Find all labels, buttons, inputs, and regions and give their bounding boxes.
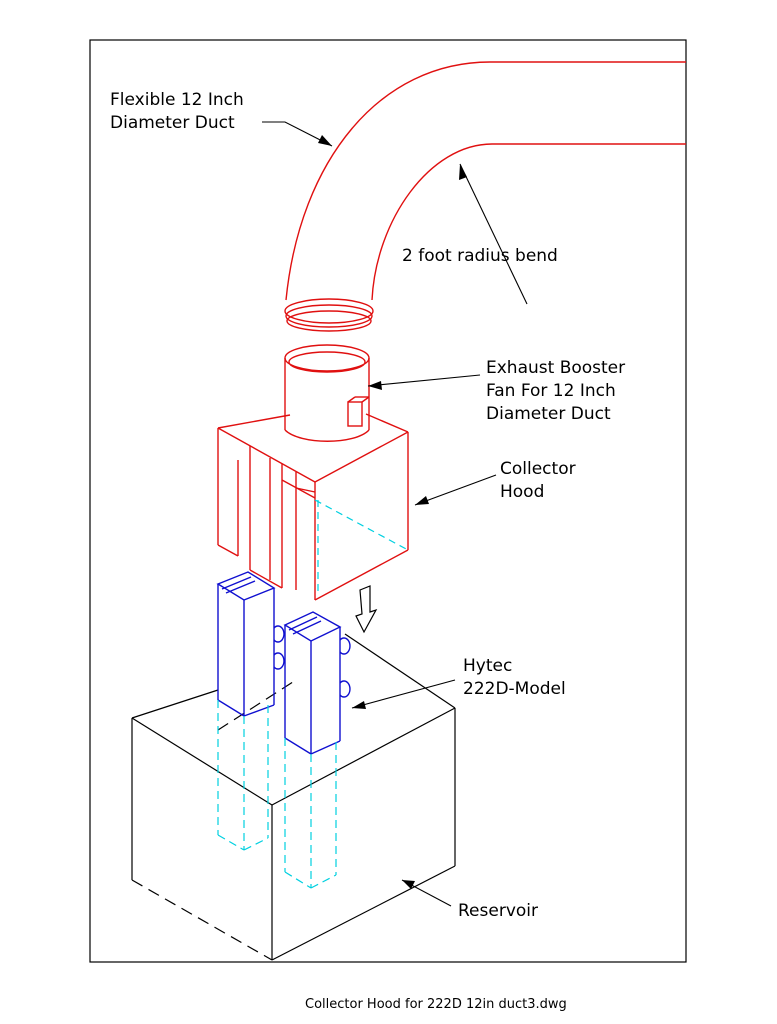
fan-motor-box xyxy=(347,401,363,427)
hytec-hidden-lines xyxy=(217,700,337,889)
leader-arrowheads xyxy=(318,135,467,889)
hytec-unit-right xyxy=(283,611,351,755)
label-hytec-line2: 222D-Model xyxy=(463,679,566,699)
label-duct-line2: Diameter Duct xyxy=(110,113,235,133)
exhaust-booster-fan xyxy=(284,344,370,442)
label-duct-line1: Flexible 12 Inch xyxy=(110,90,244,110)
reservoir xyxy=(131,633,456,961)
label-hood-line1: Collector xyxy=(500,459,576,479)
hytec-unit-left xyxy=(216,571,285,717)
reservoir-hidden-lines xyxy=(131,679,297,961)
flexible-duct xyxy=(284,61,686,332)
down-arrow-icon xyxy=(355,585,378,634)
drawing-border xyxy=(89,39,687,963)
label-fan-line1: Exhaust Booster xyxy=(486,358,625,378)
label-bend: 2 foot radius bend xyxy=(402,246,558,266)
label-hood-line2: Hood xyxy=(500,482,544,502)
label-fan-line3: Diameter Duct xyxy=(486,404,611,424)
label-hytec-line1: Hytec xyxy=(463,656,512,676)
hood-hidden-lines xyxy=(314,499,409,596)
label-fan-line2: Fan For 12 Inch xyxy=(486,381,616,401)
label-reservoir: Reservoir xyxy=(458,901,538,921)
drawing-caption: Collector Hood for 222D 12in duct3.dwg xyxy=(305,997,567,1012)
leader-lines xyxy=(262,121,528,907)
collector-hood xyxy=(217,413,409,601)
